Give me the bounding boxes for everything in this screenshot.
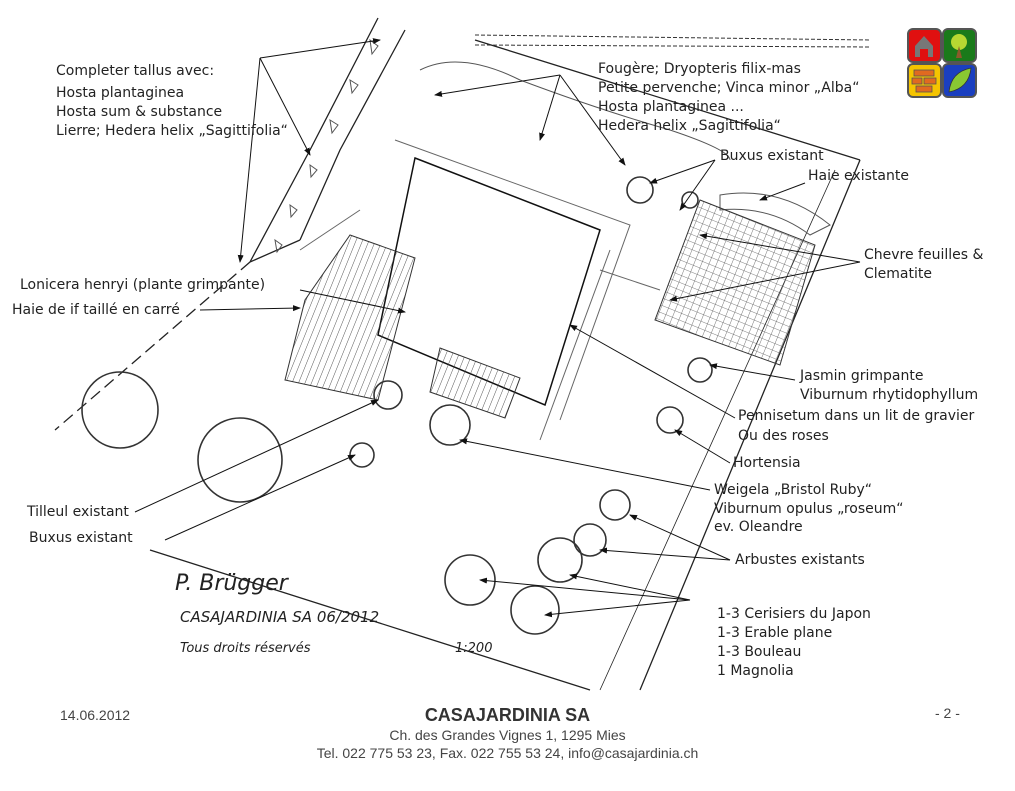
paths — [299, 139, 661, 441]
pergola-right — [654, 199, 816, 366]
annotation-arrows — [134, 38, 861, 618]
company-logo — [907, 28, 977, 98]
label-hortensia: Hortensia — [733, 455, 801, 471]
label-talus-3: Lierre; Hedera helix „Sagittifolia“ — [56, 123, 288, 139]
plan-labels: Completer tallus avec: Hosta plantaginea… — [12, 61, 984, 679]
label-weigela-2: Viburnum opulus „roseum“ — [714, 501, 904, 517]
label-arbustes: Arbustes existants — [735, 552, 865, 568]
handwritten-block: P. Brügger CASAJARDINIA SA 06/2012 Tous … — [175, 571, 492, 656]
label-pennisetum-1: Pennisetum dans un lit de gravier — [738, 408, 975, 424]
label-top-3: Hosta plantaginea ... — [598, 99, 744, 115]
tree-icon — [951, 34, 967, 58]
footer-company: CASAJARDINIA SA — [424, 705, 591, 725]
label-jasmin-2: Viburnum rhytidophyllum — [800, 387, 978, 403]
label-chevre-2: Clematite — [864, 266, 932, 282]
label-jasmin-1: Jasmin grimpante — [799, 368, 923, 384]
label-top-1: Fougère; Dryopteris filix-mas — [598, 61, 801, 77]
label-tilleul: Tilleul existant — [26, 504, 129, 520]
scale-label: 1:200 — [455, 641, 492, 656]
footer-address: Ch. des Grandes Vignes 1, 1295 Mies — [389, 727, 626, 743]
label-chevre-1: Chevre feuilles & — [864, 247, 984, 263]
label-haie-if: Haie de if taillé en carré — [12, 302, 180, 318]
label-trees-1: 1-3 Cerisiers du Japon — [717, 606, 871, 622]
label-haie-existante: Haie existante — [808, 168, 909, 184]
label-top-4: Hedera helix „Sagittifolia“ — [598, 118, 781, 134]
label-talus-2: Hosta sum & substance — [56, 104, 222, 120]
label-talus-title: Completer tallus avec: — [56, 63, 214, 79]
house-icon — [915, 36, 933, 57]
label-pennisetum-2: Ou des roses — [738, 428, 829, 444]
footer-date: 14.06.2012 — [60, 707, 131, 723]
label-trees-4: 1 Magnolia — [717, 663, 794, 679]
label-weigela-3: ev. Oleandre — [714, 519, 803, 535]
label-trees-3: 1-3 Bouleau — [717, 644, 801, 660]
crossed-out-text — [474, 34, 871, 48]
label-trees-2: 1-3 Erable plane — [717, 625, 832, 641]
signature: P. Brügger — [175, 571, 290, 596]
footer-contact: Tel. 022 775 53 23, Fax. 022 755 53 24, … — [316, 745, 699, 761]
terrace-bottom — [429, 347, 521, 419]
handwritten-company-date: CASAJARDINIA SA 06/2012 — [180, 608, 379, 626]
label-lonicera: Lonicera henryi (plante grimpante) — [20, 277, 265, 293]
label-weigela-1: Weigela „Bristol Ruby“ — [714, 482, 872, 498]
label-talus-1: Hosta plantaginea — [56, 85, 184, 101]
page-number: - 2 - — [935, 705, 960, 721]
label-buxus-right: Buxus existant — [720, 148, 824, 164]
terrace-left — [284, 234, 416, 401]
brick-icon — [911, 69, 937, 93]
handwritten-rights: Tous droits réservés — [180, 641, 311, 656]
hedge-band — [274, 38, 831, 254]
label-buxus-left: Buxus existant — [29, 530, 133, 546]
label-top-2: Petite pervenche; Vinca minor „Alba“ — [598, 80, 860, 96]
garden-plan-sketch: Completer tallus avec: Hosta plantaginea… — [12, 17, 984, 691]
leaf-icon — [948, 67, 972, 93]
